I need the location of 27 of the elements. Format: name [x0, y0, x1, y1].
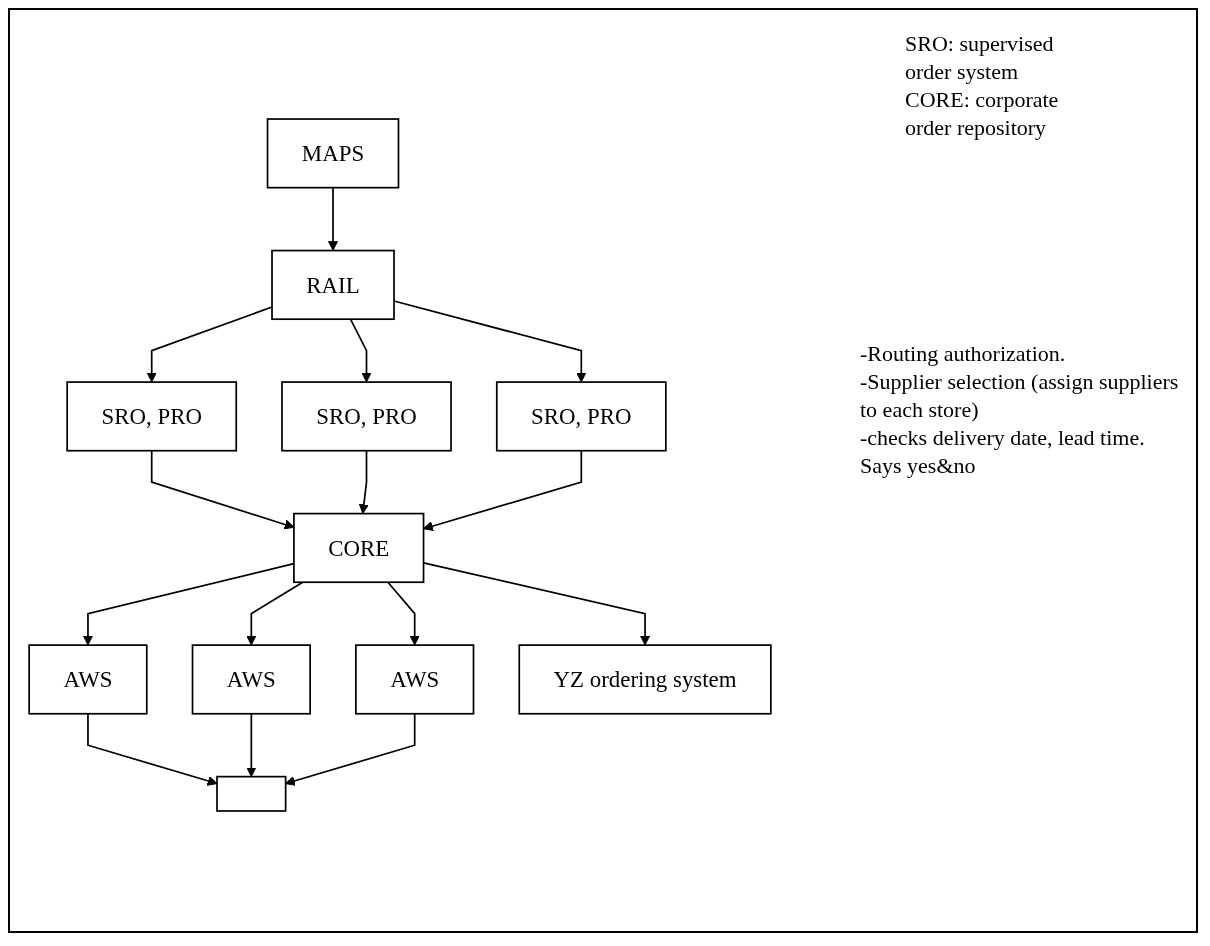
node-box: SRO, PRO: [66, 381, 238, 452]
node-box: AWS: [355, 644, 475, 715]
node-box: CORE: [293, 512, 425, 584]
node-box: YZ ordering system: [518, 644, 772, 715]
note-text: SRO: supervised order system: [905, 30, 1055, 86]
note-text: -checks delivery date, lead time.: [860, 424, 1146, 452]
arrow: [423, 449, 583, 531]
note-text: -Supplier selection (assign suppliers to each store): [860, 368, 1180, 424]
node-box: SRO, PRO: [281, 381, 452, 452]
arrow: [285, 712, 416, 786]
note-text: Says yes&no: [860, 452, 977, 480]
arrow: [387, 581, 420, 646]
node-box: [216, 775, 287, 812]
node-box: RAIL: [271, 249, 395, 321]
note-text: CORE: corporate order repository: [905, 86, 1060, 142]
arrow: [87, 712, 218, 786]
arrow: [328, 186, 339, 251]
arrow: [349, 318, 372, 383]
note-text: -Routing authorization.: [860, 340, 1067, 368]
arrow: [246, 581, 304, 646]
node-box: AWS: [191, 644, 311, 715]
arrow: [358, 449, 369, 515]
node-box: AWS: [28, 644, 148, 715]
arrow: [146, 306, 273, 383]
node-box: SRO, PRO: [495, 381, 667, 452]
arrow: [246, 712, 257, 778]
node-box: MAPS: [266, 118, 400, 189]
